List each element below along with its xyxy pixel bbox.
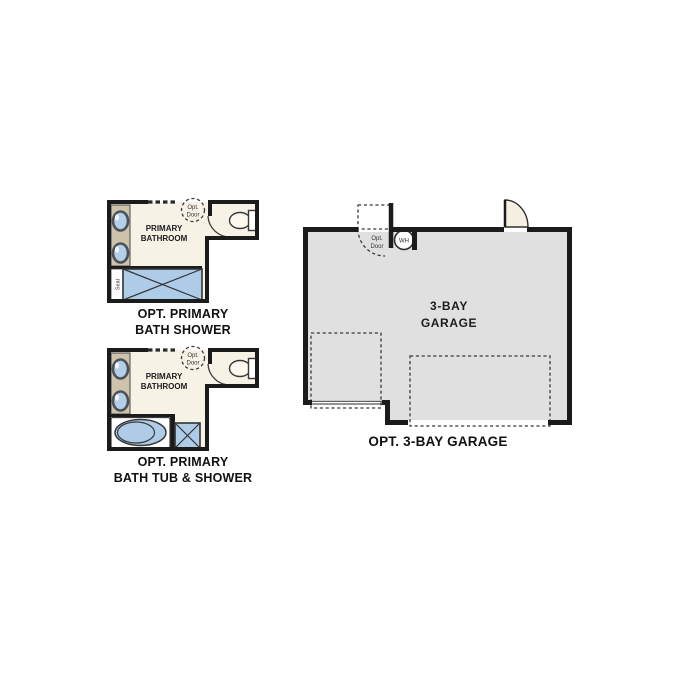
room-label: PRIMARY [146, 372, 183, 381]
svg-text:Opt.: Opt. [371, 236, 383, 242]
seat-label: Seat [116, 278, 122, 290]
bay-outline-single [310, 332, 382, 409]
toilet-icon [228, 209, 257, 232]
room-label: 3-BAY [430, 299, 468, 313]
bathtub-icon [107, 416, 171, 449]
svg-text:Door: Door [370, 244, 383, 250]
shower-seat: Seat [110, 268, 124, 301]
garage-floor [308, 232, 567, 420]
toilet-icon [228, 357, 257, 380]
svg-text:Door: Door [186, 213, 199, 219]
opt-door-opening [357, 204, 391, 230]
sink-icon [111, 358, 130, 380]
walls [107, 200, 259, 303]
opt-door-icon: Opt. Door [180, 345, 206, 371]
sink-icon [111, 210, 130, 232]
sink-icon [111, 390, 130, 412]
svg-text:Door: Door [186, 361, 199, 367]
svg-text:Opt.: Opt. [187, 205, 199, 211]
room-label: GARAGE [421, 316, 477, 330]
shower-icon [122, 268, 203, 301]
door-swing-icon [503, 199, 529, 228]
bath-tub-shower-floorplan: Opt. Door PRIMARY BATHROOM [107, 345, 259, 451]
svg-text:WH: WH [399, 239, 409, 245]
bath-shower-caption: OPT. PRIMARY BATH SHOWER [135, 307, 231, 337]
room-label: BATHROOM [141, 382, 188, 391]
svg-text:Opt.: Opt. [187, 353, 199, 359]
room-label: BATHROOM [141, 234, 188, 243]
bay-outline-double [409, 355, 551, 427]
water-heater-icon: WH [393, 229, 415, 251]
walls [303, 203, 572, 425]
garage-door-icon [312, 400, 382, 405]
sink-icon [111, 242, 130, 264]
walls [107, 348, 259, 451]
room-label: PRIMARY [146, 224, 183, 233]
opt-door-icon: Opt. Door [357, 228, 386, 257]
shower-icon [174, 422, 201, 449]
garage-caption: OPT. 3-BAY GARAGE [368, 434, 508, 449]
bath-shower-floorplan: Seat Opt. Door PRIMARY BATHROOM [107, 197, 259, 303]
garage-floorplan: Opt. Door WH 3-BAY GARAGE [303, 199, 572, 427]
bath-tub-shower-caption: OPT. PRIMARY BATH TUB & SHOWER [113, 455, 253, 485]
opt-door-icon: Opt. Door [180, 197, 206, 223]
